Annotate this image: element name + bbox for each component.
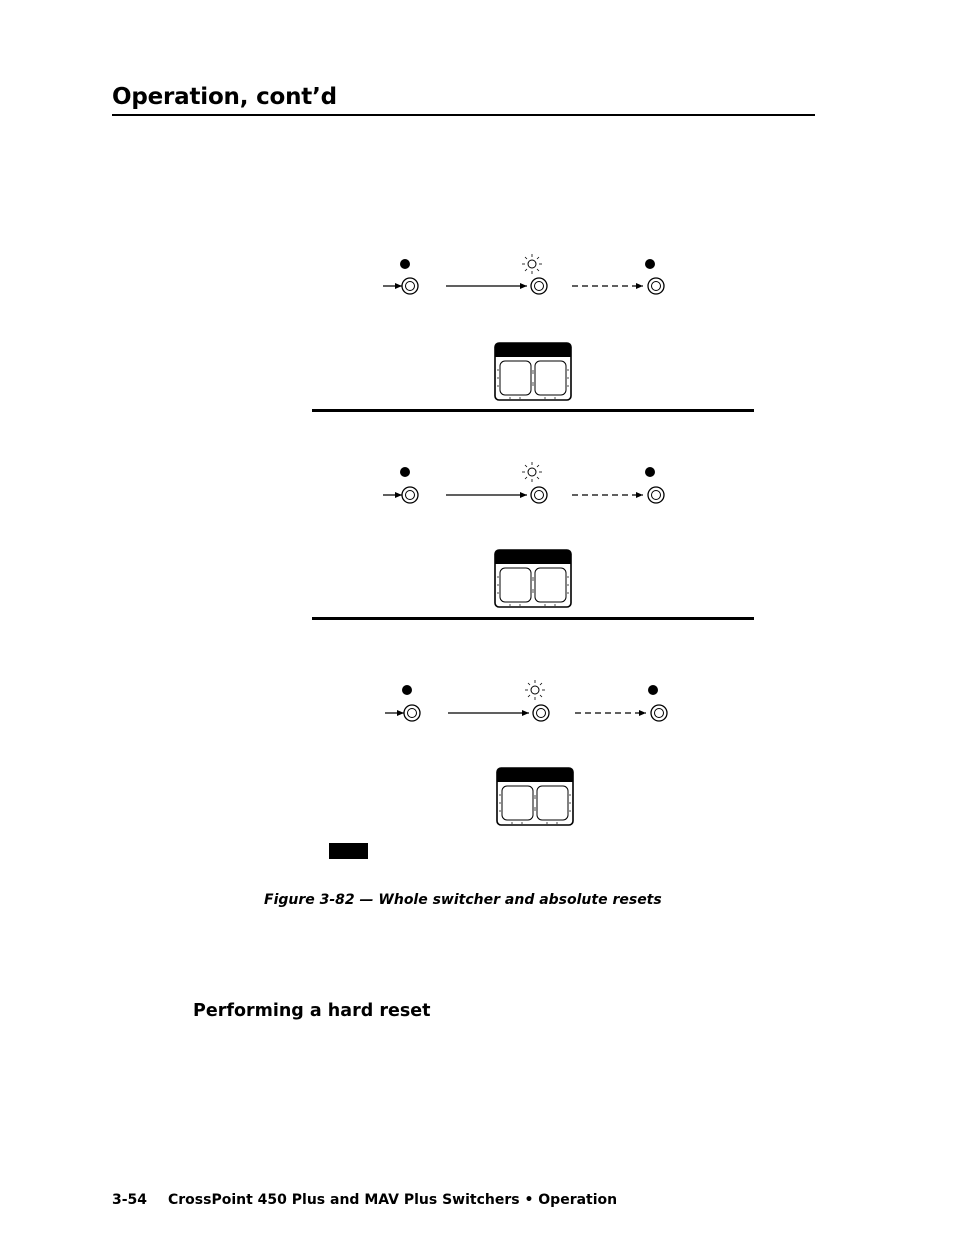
led-indicator-unlit [645, 259, 655, 269]
button-icon [401, 277, 419, 295]
led-indicator-unlit [400, 259, 410, 269]
led-indicator-unlit [645, 467, 655, 477]
note-label-block [329, 843, 368, 859]
reset-sequence-panel-3 [329, 680, 668, 859]
led-indicator-unlit [400, 467, 410, 477]
page-number: 3-54 [112, 1192, 148, 1208]
front-panel-buttons-icon [494, 342, 572, 401]
figure-caption: Figure 3-82 — Whole switcher and absolut… [264, 892, 662, 908]
led-indicator-blinking [522, 254, 542, 274]
panel-divider [312, 409, 754, 412]
button-icon [403, 704, 421, 722]
title-rule [112, 114, 815, 116]
reset-sequence-panel-2 [383, 462, 665, 608]
button-icon [647, 277, 665, 295]
document-title: CrossPoint 450 Plus and MAV Plus Switche… [168, 1192, 618, 1208]
button-icon [532, 704, 550, 722]
page-footer: 3-54 CrossPoint 450 Plus and MAV Plus Swi… [112, 1192, 617, 1208]
front-panel-buttons-icon [494, 549, 572, 608]
button-icon [530, 486, 548, 504]
led-indicator-unlit [402, 685, 412, 695]
reset-sequence-panel-1 [383, 254, 665, 401]
button-icon [650, 704, 668, 722]
button-icon [647, 486, 665, 504]
led-indicator-unlit [648, 685, 658, 695]
page-title: Operation, cont’d [112, 84, 337, 110]
led-indicator-blinking [522, 462, 542, 482]
panel-divider [312, 617, 754, 620]
led-indicator-blinking [525, 680, 545, 700]
button-icon [530, 277, 548, 295]
button-icon [401, 486, 419, 504]
front-panel-buttons-icon [496, 767, 574, 826]
section-heading: Performing a hard reset [193, 1001, 431, 1021]
